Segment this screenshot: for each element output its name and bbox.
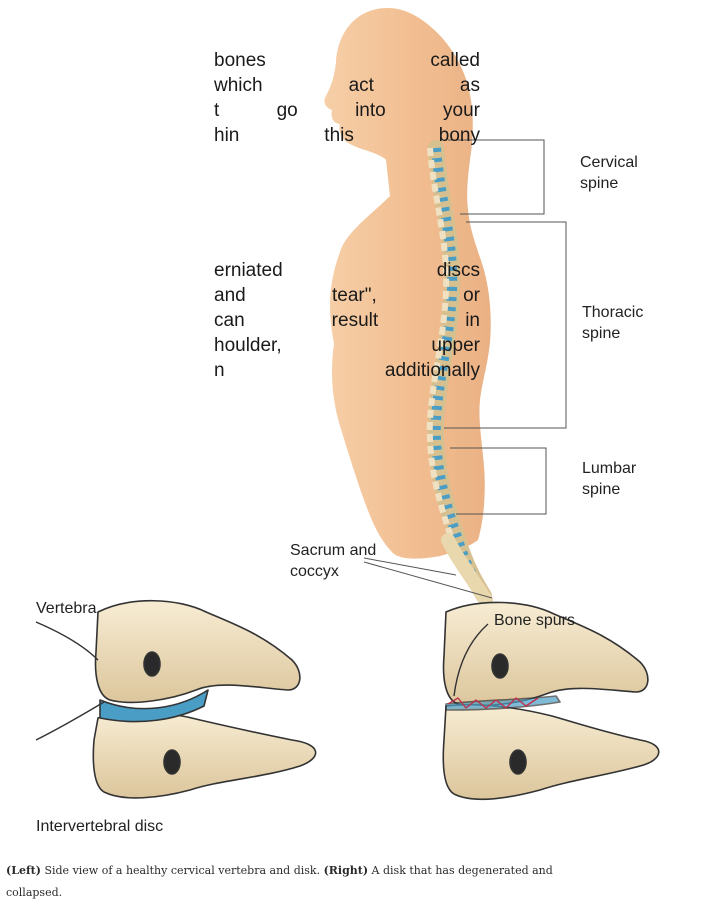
caption-right-tag: (Right) xyxy=(324,864,369,877)
text-line: can result in xyxy=(214,308,480,333)
label-intervertebral-disc: Intervertebral disc xyxy=(36,816,163,837)
caption-right-text: A disk that has degenerated and xyxy=(368,864,553,877)
degenerated-vertebra xyxy=(443,602,658,799)
text-line: which act as xyxy=(214,73,480,98)
body-paragraph-2: erniated discs and tear", or can result … xyxy=(214,258,480,383)
caption-left-tag: (Left) xyxy=(6,864,41,877)
label-sacrum-coccyx: Sacrum and coccyx xyxy=(290,540,376,582)
text-line: hin this bony xyxy=(214,123,480,148)
caption-left-text: Side view of a healthy cervical vertebra… xyxy=(41,864,324,877)
caption-line-1: (Left) Side view of a healthy cervical v… xyxy=(6,860,606,882)
caption-line-2: collapsed. xyxy=(6,882,606,904)
text-line: and tear", or xyxy=(214,283,480,308)
label-thoracic-spine: Thoracic spine xyxy=(582,302,643,344)
text-line: bones called xyxy=(214,48,480,73)
text-line: erniated discs xyxy=(214,258,480,283)
label-cervical-spine: Cervical spine xyxy=(580,152,638,194)
text-line: n additionally xyxy=(214,358,480,383)
label-bone-spurs: Bone spurs xyxy=(494,610,575,631)
figure-caption: (Left) Side view of a healthy cervical v… xyxy=(6,860,606,904)
label-vertebra: Vertebra xyxy=(36,598,96,619)
healthy-vertebra xyxy=(93,601,315,798)
text-line: houlder, upper xyxy=(214,333,480,358)
label-lumbar-spine: Lumbar spine xyxy=(582,458,636,500)
text-line: t go into your xyxy=(214,98,480,123)
body-paragraph-1: bones called which act as t go into your… xyxy=(214,48,480,148)
